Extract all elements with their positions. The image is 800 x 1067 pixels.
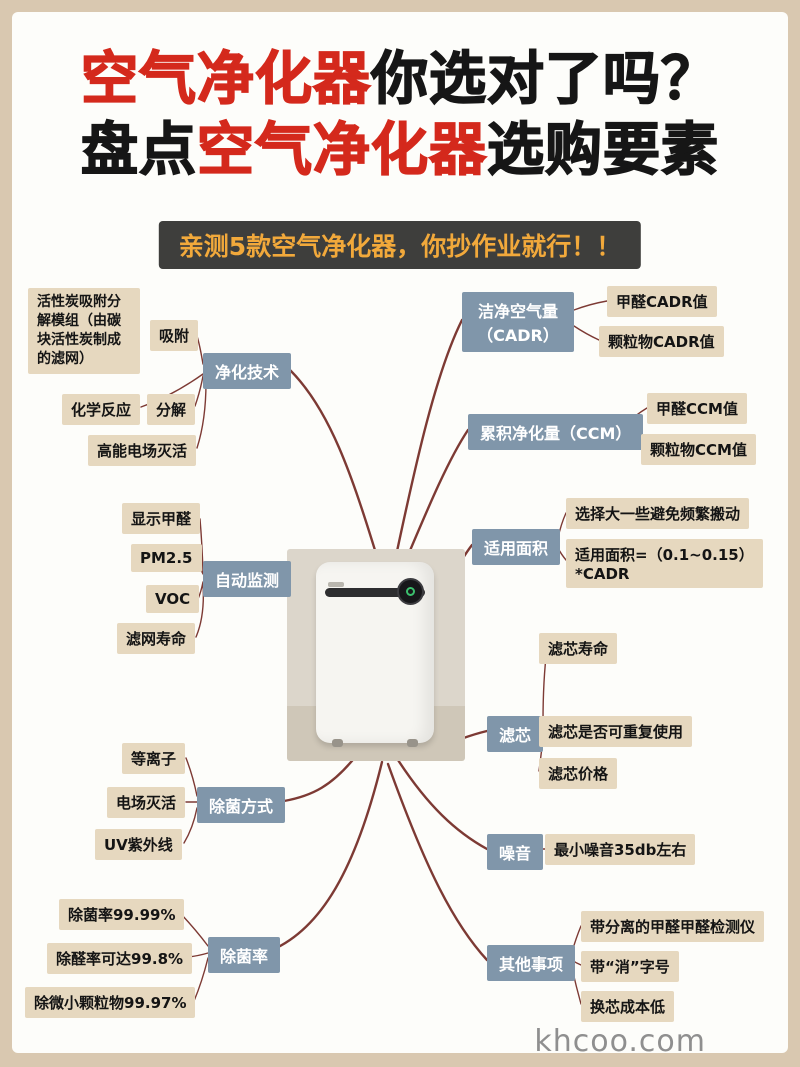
purifier-display-icon <box>397 578 424 605</box>
air-outlet-vent <box>325 588 425 597</box>
node-plasma: 等离子 <box>122 743 186 774</box>
node-particle-ccm: 颗粒物CCM值 <box>641 434 756 465</box>
air-purifier-photo <box>287 549 465 761</box>
node-min-noise: 最小噪音35db左右 <box>545 834 696 865</box>
node-decompose: 分解 <box>147 394 196 425</box>
branch-auto-monitor: 自动监测 <box>203 561 292 597</box>
title-line1-red: 空气净化器 <box>80 45 371 113</box>
node-adsorption: 吸附 <box>150 320 199 351</box>
poster-title: 空气净化器你选对了吗？ 盘点空气净化器选购要素 <box>0 44 800 187</box>
node-bacteria-rate: 除菌率99.99% <box>59 899 185 930</box>
node-hcho-cadr: 甲醛CADR值 <box>607 286 717 317</box>
branch-coverage-area: 适用面积 <box>472 529 561 565</box>
node-particle-rate: 除微小颗粒物99.97% <box>25 987 196 1018</box>
title-line2-red: 空气净化器 <box>196 117 487 185</box>
title-line2-black1: 盘点 <box>80 117 197 185</box>
title-line2-black2: 选购要素 <box>486 117 719 185</box>
node-hcho-rate: 除醛率可达99.8% <box>47 943 193 974</box>
purifier-wheel-left <box>332 739 343 747</box>
node-filter-reuse: 滤芯是否可重复使用 <box>539 716 693 747</box>
branch-cadr: 洁净空气量 （CADR） <box>462 292 574 352</box>
node-efield-inactivation: 高能电场灭活 <box>88 435 197 466</box>
title-line1-black: 你选对了吗？ <box>370 45 719 113</box>
node-hcho-detector: 带分离的甲醛甲醛检测仪 <box>581 911 765 942</box>
title-line1: 空气净化器你选对了吗？ <box>0 44 800 115</box>
node-hcho-ccm: 甲醛CCM值 <box>647 393 747 424</box>
subtitle-banner: 亲测5款空气净化器，你抄作业就行！！ <box>158 221 642 269</box>
node-pm25: PM2.5 <box>131 544 202 572</box>
node-show-hcho: 显示甲醛 <box>122 503 201 534</box>
branch-sterilize-rate: 除菌率 <box>208 937 281 973</box>
branch-noise: 噪音 <box>487 834 544 870</box>
branch-filter: 滤芯 <box>487 716 544 752</box>
branch-purification-tech: 净化技术 <box>203 353 292 389</box>
node-area-formula: 适用面积=（0.1~0.15） *CADR <box>566 539 763 588</box>
branch-ccm: 累积净化量（CCM） <box>468 414 644 450</box>
branch-other: 其他事项 <box>487 945 576 981</box>
node-filter-price: 滤芯价格 <box>539 758 618 789</box>
title-line2: 盘点空气净化器选购要素 <box>0 115 800 186</box>
air-purifier <box>316 562 434 747</box>
node-xiao-certification: 带“消”字号 <box>581 951 679 982</box>
node-uv: UV紫外线 <box>95 829 182 860</box>
node-filter-life-monitor: 滤网寿命 <box>117 623 196 654</box>
node-area-tip: 选择大一些避免频繁搬动 <box>566 498 750 529</box>
watermark: khcoo.com <box>534 1024 706 1059</box>
node-carbon-module: 活性炭吸附分解模组（由碳块活性炭制成的滤网） <box>28 288 140 374</box>
node-efield-sterilize: 电场灭活 <box>107 787 186 818</box>
node-particle-cadr: 颗粒物CADR值 <box>599 326 724 357</box>
branch-sterilize-method: 除菌方式 <box>197 787 286 823</box>
node-refill-cost: 换芯成本低 <box>581 991 675 1022</box>
node-filter-life: 滤芯寿命 <box>539 633 618 664</box>
brand-logo <box>328 582 344 587</box>
node-chemical-reaction: 化学反应 <box>62 394 141 425</box>
purifier-wheel-right <box>407 739 418 747</box>
node-voc: VOC <box>146 585 200 613</box>
